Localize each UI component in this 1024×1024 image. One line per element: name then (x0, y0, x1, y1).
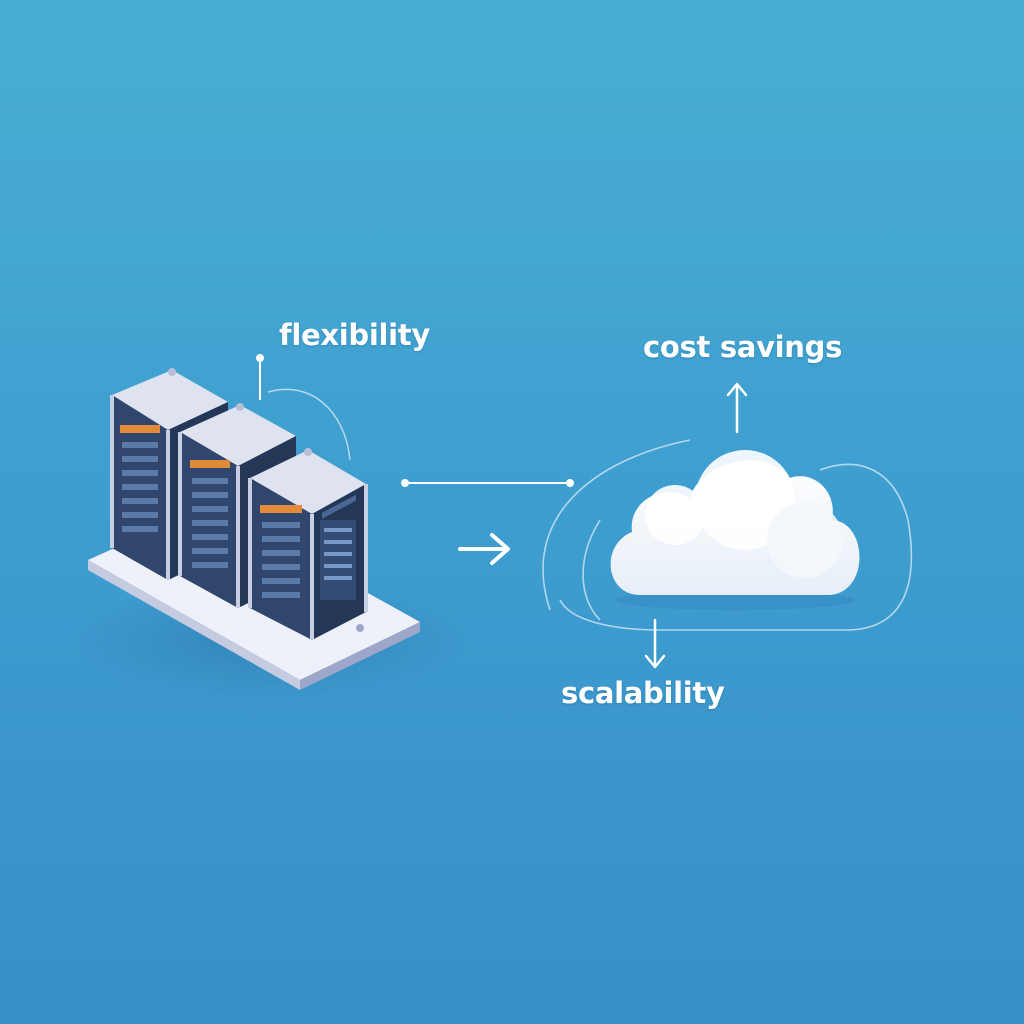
cloud-orbit-lines (542, 439, 913, 631)
flexibility-connector (256, 354, 351, 461)
server-rack-3 (248, 448, 368, 640)
arrow-up-icon (726, 382, 748, 434)
arrow-down-icon (644, 618, 666, 669)
label-cost-savings: cost savings (643, 330, 843, 364)
server-accent-strip (190, 460, 230, 468)
label-flexibility: flexibility (279, 318, 430, 352)
cloud-icon (610, 450, 860, 610)
server-accent-strip (260, 505, 302, 513)
horizontal-connector (401, 479, 574, 487)
server-accent-strip (120, 425, 160, 433)
arrow-right-icon (458, 533, 510, 565)
label-scalability: scalability (561, 676, 725, 710)
